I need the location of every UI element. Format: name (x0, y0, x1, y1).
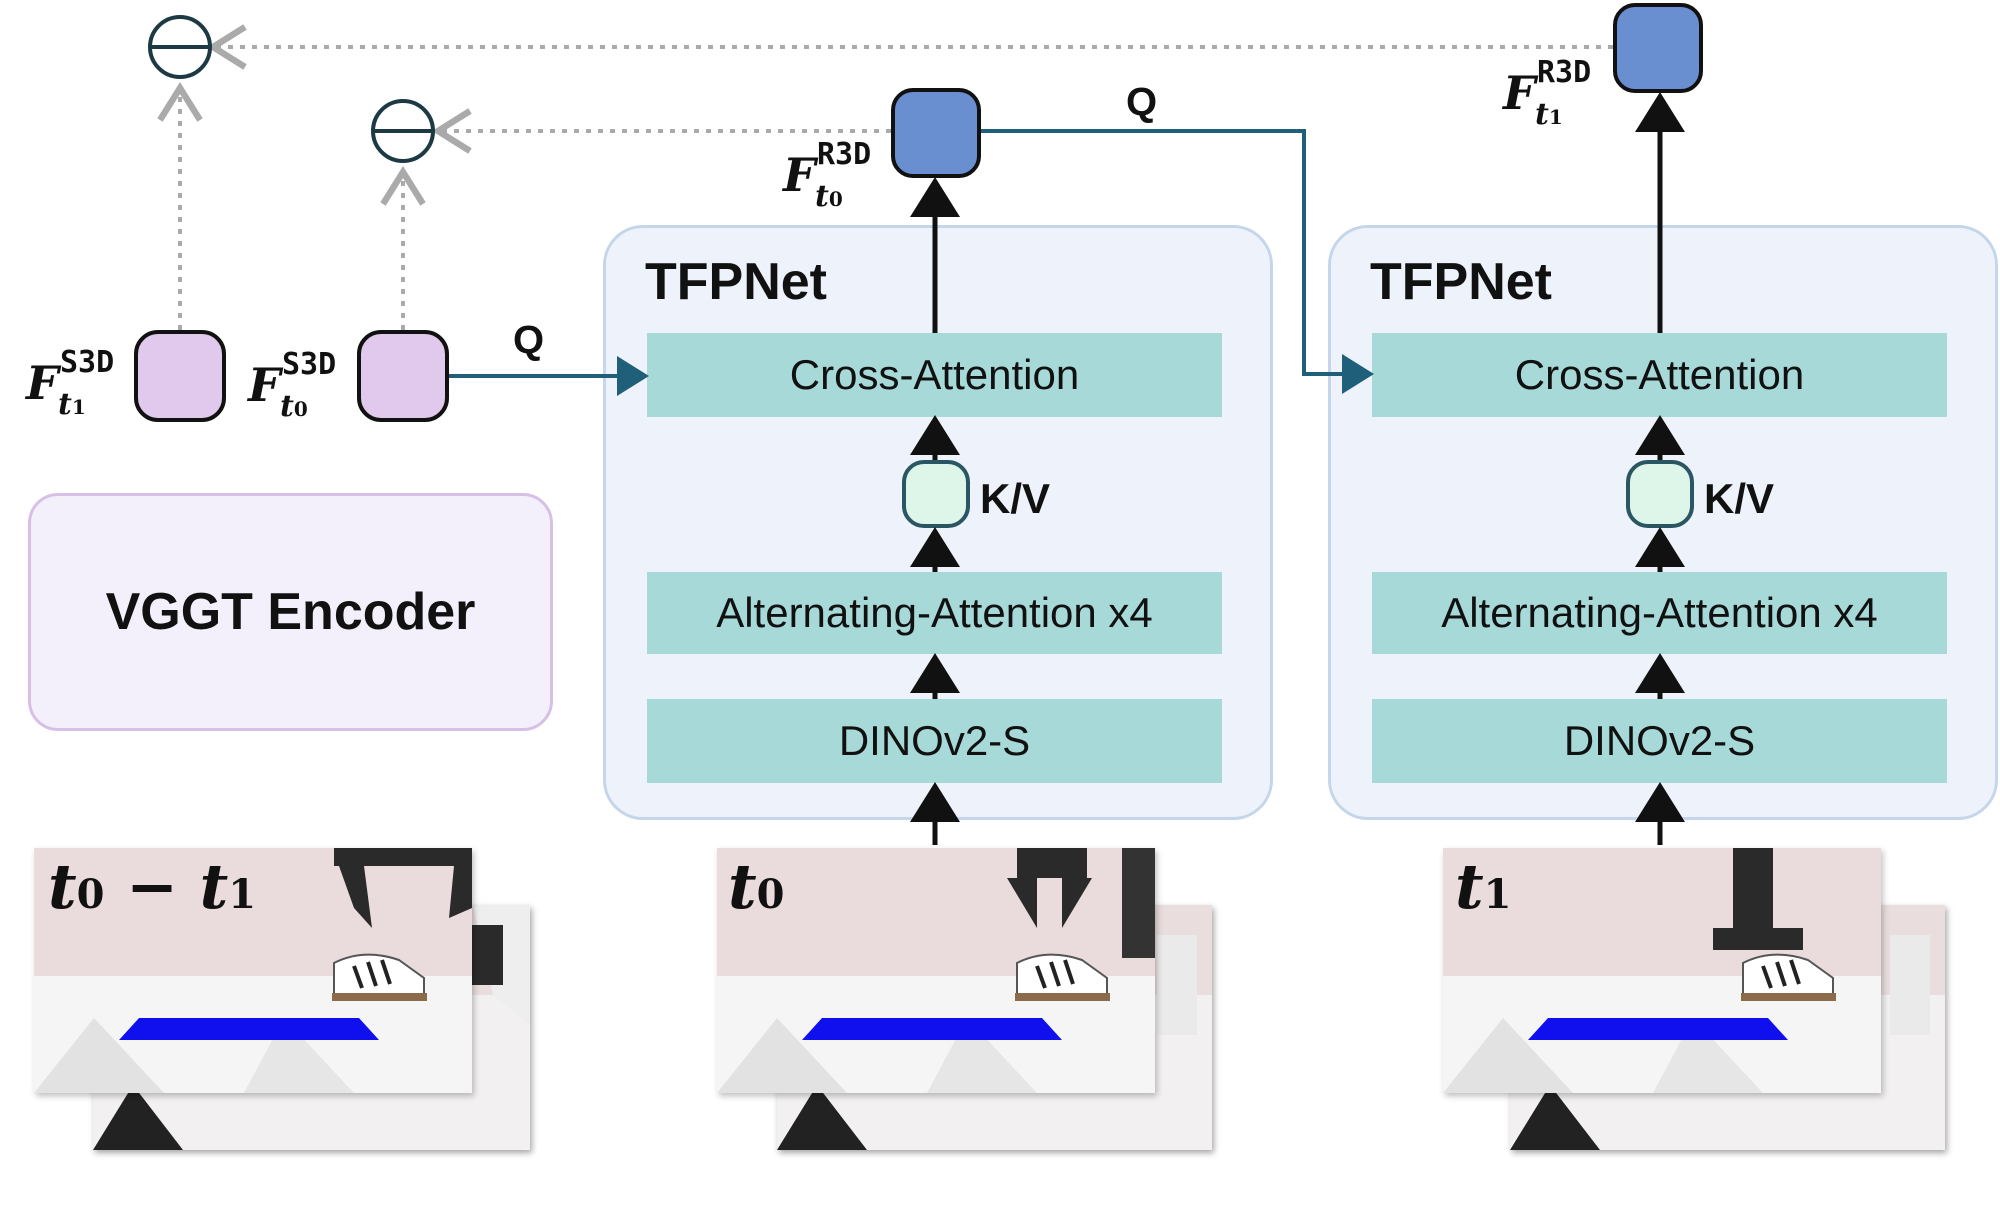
s3d-node-t1 (134, 330, 226, 422)
dino-block-left: DINOv2-S (647, 699, 1222, 783)
dino-block-right: DINOv2-S (1372, 699, 1947, 783)
query-label-right: Q (1126, 80, 1158, 124)
kv-label-left: K/V (980, 475, 1051, 522)
feature-label-s3d-t0: F S3D t0 (248, 347, 337, 424)
alternating-attention-block-right: Alternating-Attention x4 (1372, 572, 1947, 654)
frame-label-t1: t1 (1455, 850, 1512, 923)
query-label-left: Q (513, 318, 545, 362)
feature-label-r3d-t0: F R3D t0 (783, 137, 872, 214)
kv-node-left (902, 460, 970, 528)
cross-attention-block-left: Cross-Attention (647, 333, 1222, 417)
alternating-attention-block-left: Alternating-Attention x4 (647, 572, 1222, 654)
cross-attention-block-right: Cross-Attention (1372, 333, 1947, 417)
image-frame-t1-front (1443, 848, 1881, 1093)
feature-label-r3d-t1: F R3D t1 (1503, 55, 1592, 132)
circle-minus-icon (148, 15, 212, 79)
kv-label-right: K/V (1704, 475, 1775, 522)
query-line-r3d-to-right-cross (981, 129, 1374, 394)
tfpnet-title-left: TFPNet (645, 253, 827, 311)
kv-node-right (1626, 460, 1694, 528)
r3d-node-t0 (891, 88, 981, 178)
s3d-node-t0 (357, 330, 449, 422)
vggt-encoder-block: VGGT Encoder (28, 493, 553, 731)
frame-label-t0: t0 (728, 850, 785, 923)
frame-label-diff: t0 − t1 (48, 850, 257, 923)
circle-minus-icon (371, 99, 435, 163)
image-frame-diff-front (34, 848, 472, 1093)
feature-label-s3d-t1: F S3D t1 (26, 345, 115, 422)
tfpnet-title-right: TFPNet (1370, 253, 1552, 311)
image-frame-t0-front (717, 848, 1155, 1093)
r3d-node-t1 (1613, 3, 1703, 93)
